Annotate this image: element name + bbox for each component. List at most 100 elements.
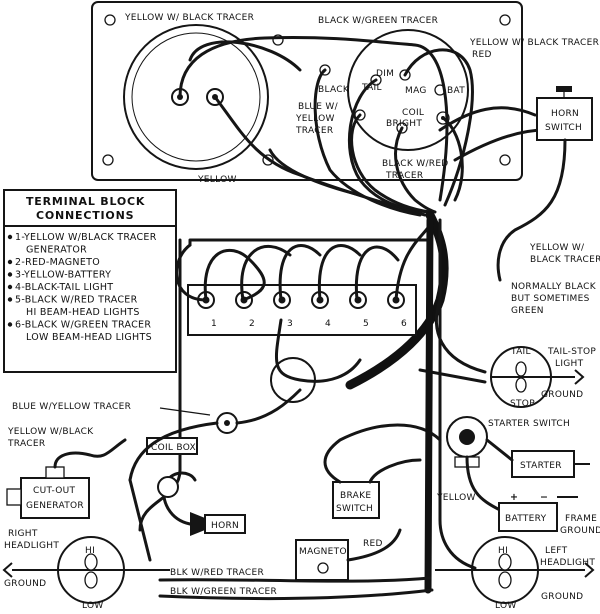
right-hl-label-2: HEADLIGHT (4, 541, 59, 551)
coil-wire (235, 388, 302, 425)
label-yellow-black-1: YELLOW W/ (529, 243, 585, 253)
terminal-wiring (138, 223, 432, 532)
label-yellow-black-2: BLACK TRACER (530, 255, 600, 265)
dash-mount-hole (499, 154, 511, 166)
legend-entry-1-line-1: 1-YELLOW W/BLACK TRACER (15, 232, 157, 243)
horn-switch-label-2: SWITCH (545, 123, 582, 133)
horn-switch: HORN SWITCH (536, 86, 593, 141)
dash-mount-hole (102, 154, 114, 166)
terminal-number-5: 5 (363, 319, 369, 329)
battery-wire (465, 455, 502, 512)
right-hl-ground: GROUND (4, 579, 46, 589)
legend-entry-1-line-2: GENERATOR (26, 245, 87, 256)
terminal-number-3: 3 (287, 319, 293, 329)
blk-green-wire (158, 588, 434, 600)
starter: STARTER (511, 450, 590, 478)
dash-label-bat: BAT (447, 86, 465, 96)
left-hl-hi: HI (498, 546, 508, 556)
starter-wire (485, 438, 514, 462)
dash-label-bright: BRIGHT (386, 119, 422, 129)
horn-switch-wire (496, 138, 567, 282)
cutout-wire (53, 438, 127, 469)
tail-wire (435, 298, 487, 374)
terminal-block: 1 2 3 4 5 6 (187, 284, 417, 336)
horn-label: HORN (211, 521, 239, 531)
ammeter-gauge (123, 24, 269, 170)
dash-label-red: RED (472, 50, 492, 60)
right-hl-label-1: RIGHT (8, 529, 38, 539)
tail-stop-label-2: LIGHT (555, 359, 584, 369)
blk-green-tracer-label: BLK W/GREEN TRACER (170, 587, 277, 597)
terminal-number-1: 1 (211, 319, 217, 329)
legend-bullet (7, 284, 13, 290)
dash-label-blue-w: BLUE W/ (298, 102, 339, 112)
brake-switch: BRAKE SWITCH (332, 481, 380, 519)
starter-label: STARTER (520, 461, 562, 471)
dash-label-black: BLACK (318, 85, 350, 95)
left-headlight: HI LOW LEFT HEADLIGHT GROUND (435, 536, 595, 611)
magneto-label: MAGNETO (299, 547, 347, 557)
stop-label: STOP (510, 399, 535, 409)
left-labels: BLUE W/YELLOW TRACER YELLOW W/BLACK TRAC… (7, 402, 131, 449)
brake-wire-2 (368, 458, 422, 484)
coil-box-label: COIL BOX (151, 443, 196, 453)
cutout-generator: CUT-OUT GENERATOR (6, 466, 90, 519)
headlight-feed (128, 478, 152, 562)
dash-mount-hole (499, 14, 511, 26)
brake-label-1: BRAKE (340, 491, 371, 501)
dash-wiring (178, 35, 547, 217)
label-normally-2: BUT SOMETIMES (511, 294, 590, 304)
legend-title-2: CONNECTIONS (36, 209, 134, 222)
battery: BATTERY + − FRAME GROUND (498, 492, 600, 536)
legend-entry-5-line-1: 5-BLACK W/RED TRACER (15, 295, 138, 306)
battery-label: BATTERY (505, 514, 547, 524)
cutout-label-2: GENERATOR (26, 501, 84, 511)
dash-label-yellow-black-tracer-right: YELLOW W/ BLACK TRACER (469, 38, 599, 48)
legend-bullet (7, 297, 13, 302)
junction-ring (157, 476, 179, 498)
coil-wire-2 (128, 421, 219, 482)
leader-line (159, 407, 211, 416)
legend-bullet (7, 259, 13, 265)
brake-label-2: SWITCH (336, 504, 373, 514)
horn: HORN (190, 512, 246, 536)
blk-red-wire (158, 576, 432, 583)
frame-label-2: GROUND (560, 526, 600, 536)
terminal-number-4: 4 (325, 319, 331, 329)
right-hl-hi: HI (85, 546, 95, 556)
dash-label-tail: TAIL (361, 83, 382, 93)
horn-switch-label-1: HORN (551, 109, 579, 119)
tail-ground-label: GROUND (541, 390, 583, 400)
dash-label-coil: COIL (402, 108, 424, 118)
dash-label-black-green-tracer: BLACK W/GREEN TRACER (318, 16, 438, 26)
yellow-black-label-1: YELLOW W/BLACK (7, 427, 94, 437)
magneto: MAGNETO (295, 539, 349, 581)
battery-plus: + (510, 492, 518, 503)
legend-entry-4-line-1: 4-BLACK-TAIL LIGHT (15, 282, 113, 293)
trunk-wire (438, 218, 477, 570)
terminal-number-2: 2 (249, 319, 255, 329)
dash-label-tracer: TRACER (295, 126, 333, 136)
right-labels: YELLOW W/ BLACK TRACER NORMALLY BLACK BU… (511, 243, 600, 316)
tail-stop-light: TAIL STOP TAIL-STOP LIGHT GROUND (490, 346, 596, 409)
legend-bullet (7, 234, 13, 240)
blue-yellow-tracer-label: BLUE W/YELLOW TRACER (12, 402, 131, 412)
frame-label-1: FRAME (565, 514, 597, 524)
cutout-label-1: CUT-OUT (33, 486, 76, 496)
legend-entry-6-line-1: 6-BLACK W/GREEN TRACER (15, 320, 151, 331)
left-hl-label-1: LEFT (545, 546, 568, 556)
blk-red-tracer-label: BLK W/RED TRACER (170, 568, 264, 578)
starter-switch-label: STARTER SWITCH (488, 419, 570, 429)
tail-stop-label-1: TAIL-STOP (547, 347, 596, 357)
label-normally-3: GREEN (511, 306, 544, 316)
coil-box: COIL BOX (146, 412, 238, 455)
dash-label-yellow-black-tracer: YELLOW W/ BLACK TRACER (124, 13, 254, 23)
tail-label: TAIL (510, 347, 531, 357)
dash-panel: YELLOW W/ BLACK TRACER BLACK W/GREEN TRA… (91, 1, 599, 185)
terminal-number-6: 6 (401, 319, 407, 329)
legend-entry-5-line-2: HI BEAM-HEAD LIGHTS (26, 307, 140, 318)
dash-label-mag: MAG (405, 86, 427, 96)
terminal-block-legend: TERMINAL BLOCK CONNECTIONS 1-YELLOW W/BL… (3, 189, 177, 373)
battery-minus: − (540, 492, 548, 503)
